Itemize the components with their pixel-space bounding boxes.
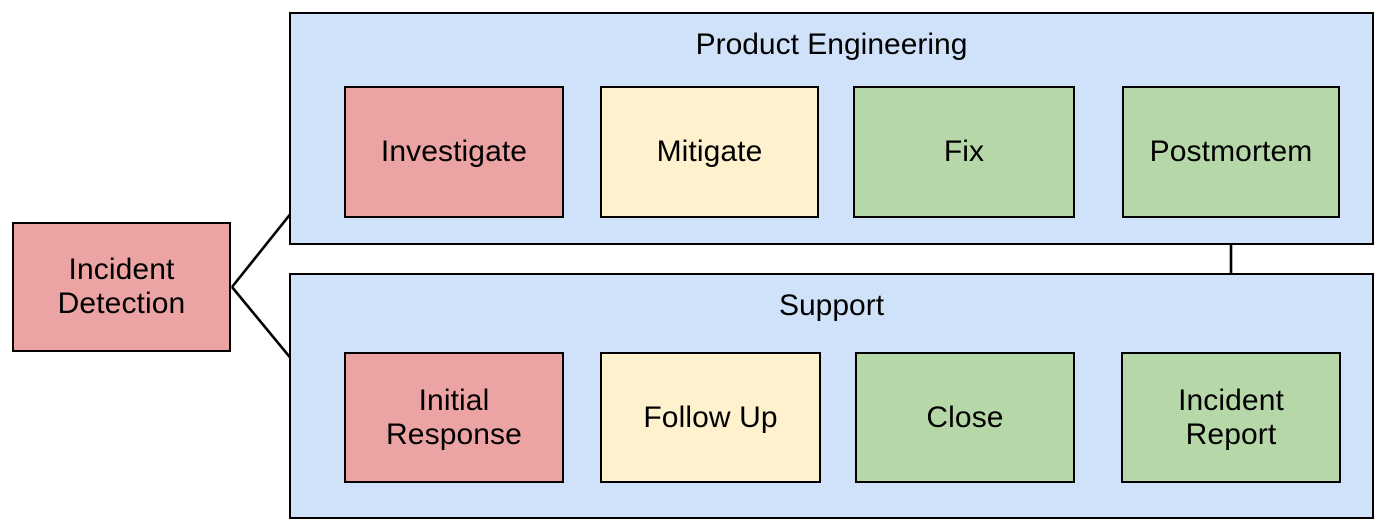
- node-incident-detection-label: Incident Detection: [57, 253, 186, 320]
- node-postmortem-label: Postmortem: [1149, 135, 1313, 169]
- node-follow-up[interactable]: Follow Up: [600, 352, 821, 483]
- node-incident-report[interactable]: Incident Report: [1121, 352, 1341, 483]
- node-incident-detection[interactable]: Incident Detection: [12, 222, 231, 352]
- node-mitigate[interactable]: Mitigate: [600, 86, 819, 218]
- node-investigate-label: Investigate: [380, 135, 528, 169]
- node-close-label: Close: [926, 400, 1004, 434]
- node-investigate[interactable]: Investigate: [344, 86, 564, 218]
- node-follow-up-label: Follow Up: [643, 400, 778, 434]
- node-initial-response-label: Initial Response: [386, 383, 522, 451]
- node-fix-label: Fix: [943, 135, 985, 169]
- node-fix[interactable]: Fix: [853, 86, 1075, 218]
- lane-product-engineering-label: Product Engineering: [695, 28, 968, 61]
- lane-support-label: Support: [778, 289, 885, 322]
- node-mitigate-label: Mitigate: [656, 135, 763, 169]
- node-initial-response[interactable]: Initial Response: [344, 352, 564, 483]
- node-incident-report-label: Incident Report: [1178, 383, 1284, 451]
- node-postmortem[interactable]: Postmortem: [1122, 86, 1340, 218]
- node-close[interactable]: Close: [855, 352, 1075, 483]
